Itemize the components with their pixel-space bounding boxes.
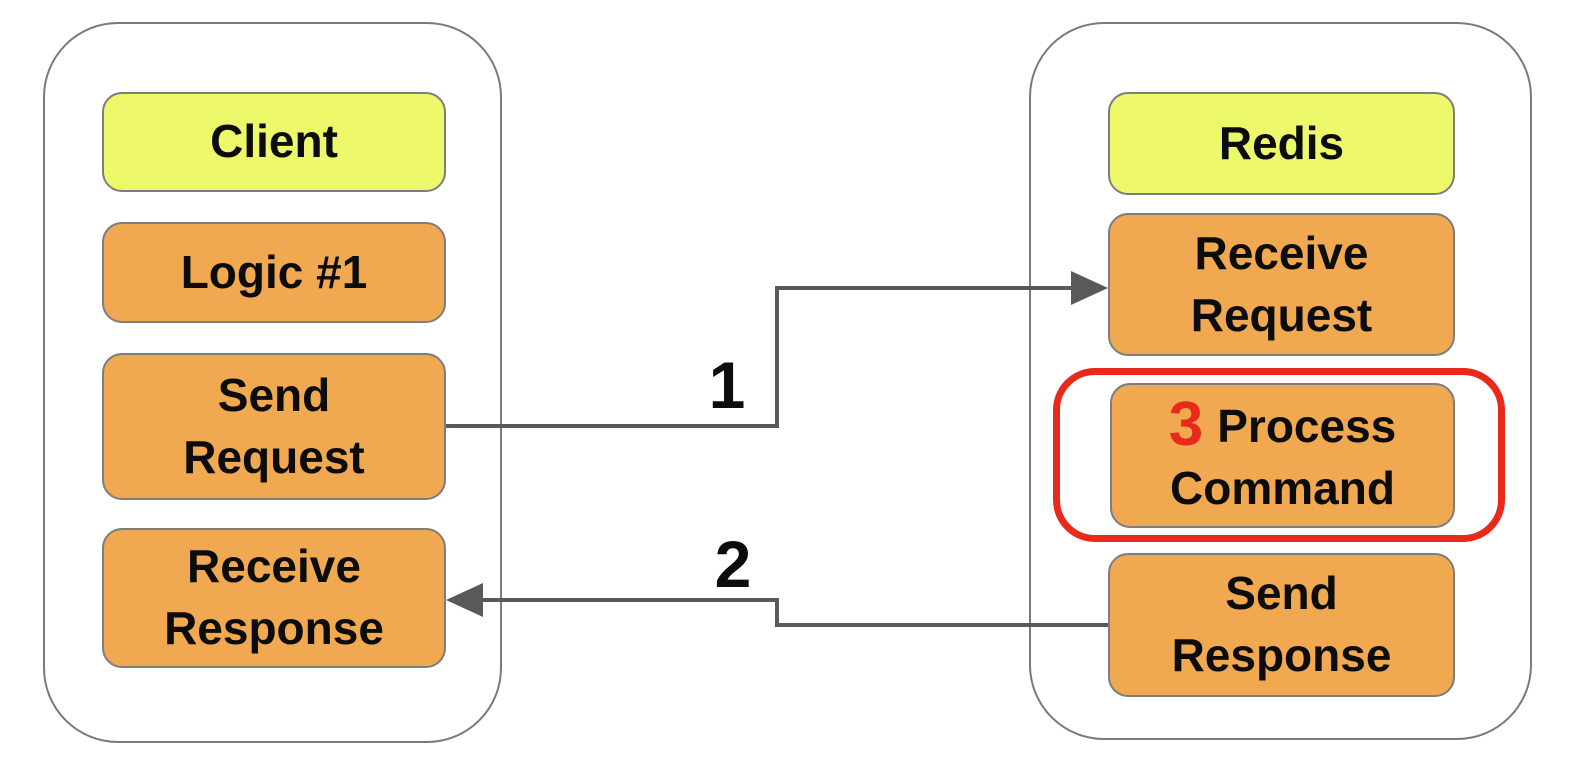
send-request-line1: Send <box>217 368 331 421</box>
send-request-line2: Request <box>183 430 365 483</box>
arrow-2-label: 2 <box>714 527 752 601</box>
receive-response-line1: Receive <box>187 540 361 593</box>
client-header-label: Client <box>210 115 338 168</box>
arrow-1-label: 1 <box>708 348 746 422</box>
process-command-line1: Process <box>1217 400 1397 453</box>
send-response-node: Send Response <box>1108 553 1455 697</box>
highlight-ring <box>1053 368 1505 542</box>
process-command-node: 3 Process Command <box>1110 383 1455 528</box>
send-request-node: Send Request <box>102 353 446 500</box>
arrow-2-response-line <box>482 598 1108 627</box>
logic-1-label: Logic #1 <box>180 245 368 298</box>
send-response-line2: Response <box>1171 629 1392 681</box>
send-response-line1: Send <box>1225 567 1338 620</box>
step-3-number: 3 <box>1168 390 1204 460</box>
client-header-node: Client <box>102 92 446 192</box>
receive-request-line1: Receive <box>1194 226 1369 279</box>
redis-header-node: Redis <box>1108 92 1455 195</box>
redis-header-label: Redis <box>1218 116 1345 169</box>
receive-response-line2: Response <box>164 602 384 654</box>
logic-1-node: Logic #1 <box>102 222 446 323</box>
receive-response-node: Receive Response <box>102 528 446 668</box>
receive-request-node: Receive Request <box>1108 213 1455 356</box>
process-command-line2: Command <box>1170 462 1395 514</box>
receive-request-line2: Request <box>1190 288 1373 341</box>
